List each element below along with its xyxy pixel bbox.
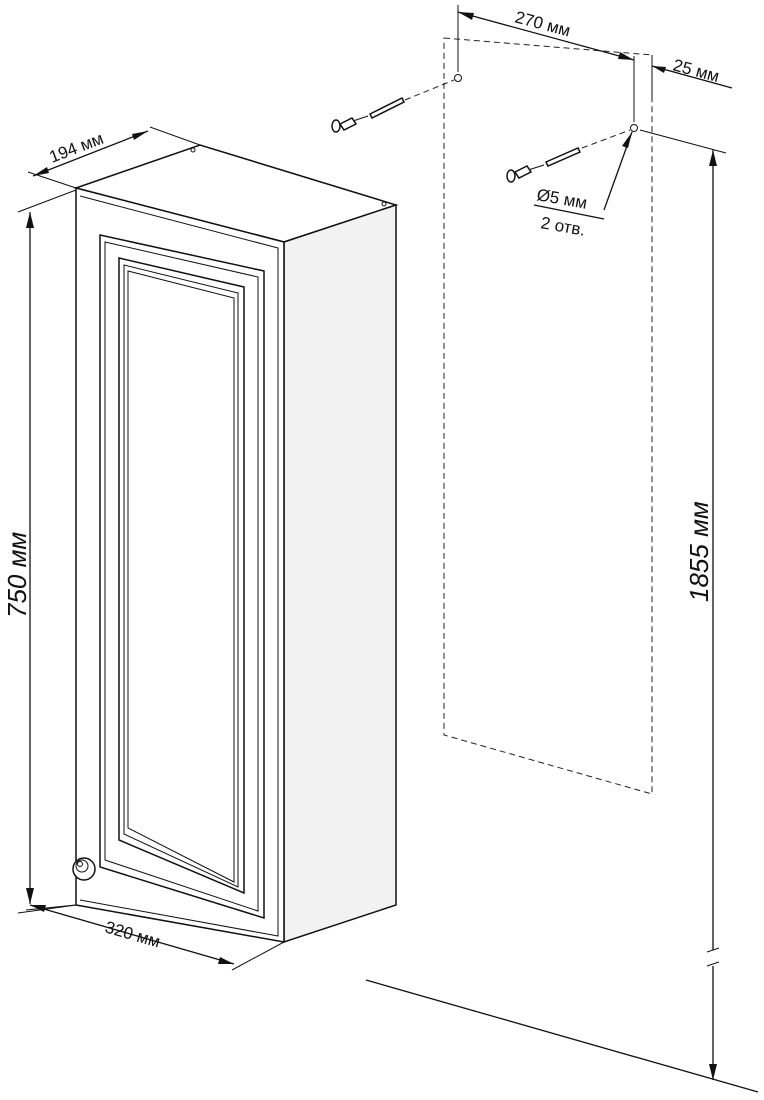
mount-height-dimension: 1855 мм: [639, 129, 727, 1080]
edge-offset-dimension: 25 мм: [651, 55, 733, 100]
door-knob: [72, 857, 96, 881]
floor-line: [365, 979, 759, 1093]
hole-spacing-dimension: 270 мм: [457, 5, 635, 122]
width-label: 320 мм: [103, 918, 163, 952]
depth-label: 194 мм: [47, 129, 107, 167]
mounting-hole-left: [454, 74, 462, 82]
edge-offset-label: 25 мм: [671, 56, 721, 87]
screw-left: [331, 79, 455, 133]
wall-cabinet: [72, 144, 399, 944]
screw-right: [506, 129, 631, 183]
mounting-hole-right: [630, 124, 638, 132]
cabinet-side: [283, 203, 397, 944]
height-dimension: 750 мм: [2, 189, 77, 914]
door-panel: [118, 257, 245, 895]
height-label: 750 мм: [2, 532, 32, 618]
hole-count-label: 2 отв.: [539, 213, 586, 239]
hole-diameter-label: Ø5 мм: [535, 185, 588, 213]
wall-mounting-area: [443, 37, 653, 795]
mount-height-label: 1855 мм: [684, 501, 714, 602]
